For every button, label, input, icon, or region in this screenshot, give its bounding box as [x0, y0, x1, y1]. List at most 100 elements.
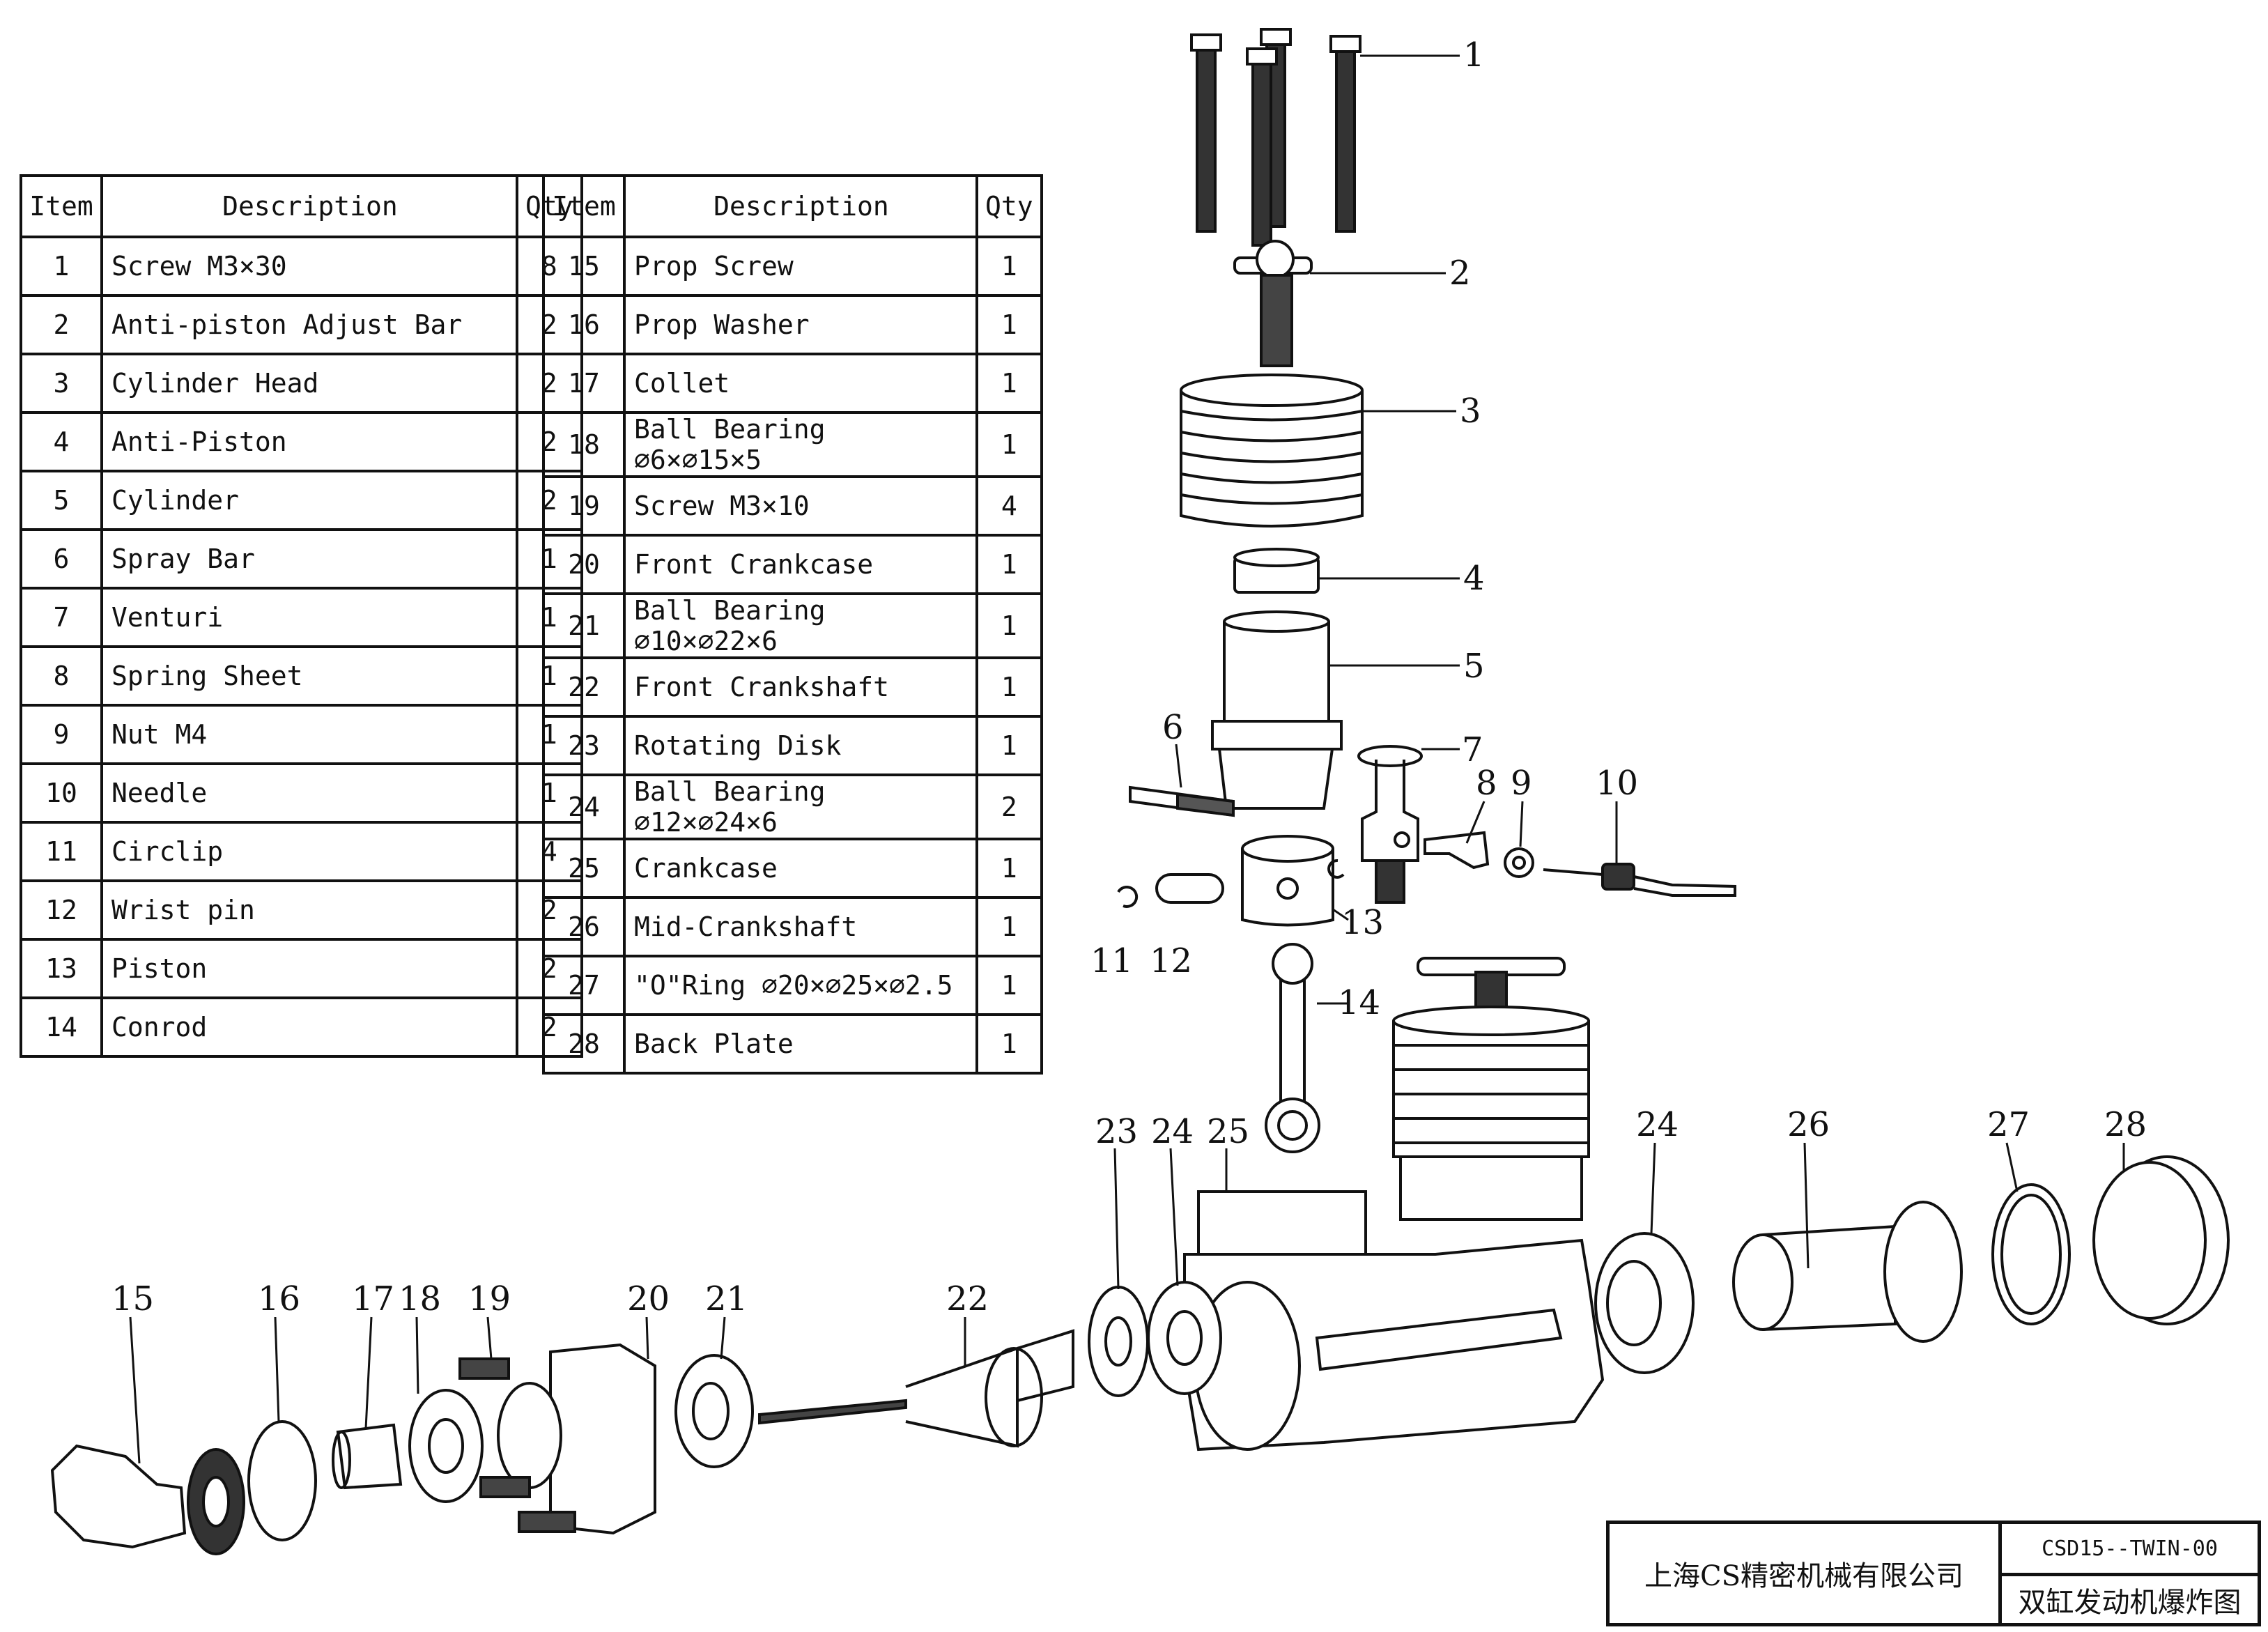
- item-description: Spray Bar: [100, 528, 518, 590]
- item-number: 11: [20, 821, 103, 882]
- ball-bearing-21: [674, 1354, 754, 1468]
- item-description: Screw M3×10: [623, 475, 978, 537]
- crankcase: [1183, 1190, 1605, 1452]
- callout-6: 6: [1162, 708, 1184, 747]
- conrod: [1265, 943, 1320, 1153]
- wrist-pin: [1155, 873, 1224, 904]
- callout-25: 25: [1207, 1112, 1249, 1151]
- callout-8: 8: [1476, 764, 1497, 803]
- item-description: Front Crankcase: [623, 534, 978, 595]
- spring-sheet: [1424, 831, 1490, 870]
- item-description: Wrist pin: [100, 879, 518, 941]
- spray-bar: [1129, 785, 1235, 817]
- header-item: Item: [20, 174, 103, 238]
- item-qty: 1: [975, 955, 1043, 1016]
- company-name: 上海CS精密机械有限公司: [1610, 1524, 2002, 1623]
- item-qty: 1: [975, 534, 1043, 595]
- item-description: Mid-Crankshaft: [623, 896, 978, 957]
- item-number: 28: [542, 1013, 626, 1075]
- callout-10: 10: [1596, 764, 1638, 803]
- item-number: 15: [542, 236, 626, 297]
- venturi: [1357, 745, 1423, 904]
- ball-bearing-24-right: [1594, 1232, 1695, 1374]
- callout-numbers: 1 2 3 4 5 6 7 8 9 10 11 12 13 14 15 16 1…: [111, 36, 2147, 1318]
- leader-lines: [129, 54, 2125, 1464]
- item-description: Piston: [100, 938, 518, 999]
- item-number: 8: [20, 645, 103, 707]
- cylinder-head: [1180, 374, 1364, 528]
- callout-3: 3: [1460, 392, 1481, 431]
- item-description: Needle: [100, 762, 518, 824]
- screw-m3x10-group: [458, 1357, 576, 1533]
- callout-22: 22: [946, 1279, 989, 1318]
- item-number: 2: [20, 294, 103, 355]
- item-number: 10: [20, 762, 103, 824]
- item-number: 26: [542, 896, 626, 957]
- item-description: Nut M4: [100, 704, 518, 765]
- item-description: Ball Bearing ∅6×∅15×5: [623, 411, 978, 478]
- item-number: 12: [20, 879, 103, 941]
- item-qty: 2: [975, 773, 1043, 840]
- item-description: Venturi: [100, 587, 518, 648]
- item-description: Prop Screw: [623, 236, 978, 297]
- header-description: Description: [100, 174, 518, 238]
- drawing-code: CSD15--TWIN-00: [2002, 1524, 2258, 1576]
- callout-11: 11: [1090, 941, 1133, 980]
- item-description: Back Plate: [623, 1013, 978, 1075]
- item-qty: 1: [975, 715, 1043, 776]
- piston: [1241, 835, 1334, 927]
- item-number: 20: [542, 534, 626, 595]
- mid-crankshaft: [1732, 1201, 1963, 1343]
- drawing-name: 双缸发动机爆炸图: [2018, 1586, 2242, 1619]
- item-number: 24: [542, 773, 626, 840]
- circlip: [1117, 859, 1345, 908]
- item-qty: 1: [975, 896, 1043, 957]
- item-number: 1: [20, 236, 103, 297]
- item-qty: 1: [975, 236, 1043, 297]
- nut-m4: [1504, 847, 1534, 878]
- item-number: 18: [542, 411, 626, 478]
- item-number: 13: [20, 938, 103, 999]
- item-description: Rotating Disk: [623, 715, 978, 776]
- item-number: 17: [542, 353, 626, 414]
- callout-26: 26: [1787, 1105, 1830, 1144]
- item-qty: 1: [975, 656, 1043, 718]
- item-description: Conrod: [100, 996, 518, 1058]
- callout-4: 4: [1463, 559, 1485, 598]
- screw-m3x30-group: [1190, 28, 1361, 247]
- callout-27: 27: [1987, 1105, 2030, 1144]
- item-description: Cylinder: [100, 470, 518, 531]
- item-number: 25: [542, 838, 626, 899]
- item-description: Collet: [623, 353, 978, 414]
- item-description: Circlip: [100, 821, 518, 882]
- front-crankshaft: [758, 1329, 1074, 1448]
- item-number: 6: [20, 528, 103, 590]
- item-number: 3: [20, 353, 103, 414]
- item-description: Anti-piston Adjust Bar: [100, 294, 518, 355]
- item-number: 27: [542, 955, 626, 1016]
- item-number: 16: [542, 294, 626, 355]
- front-crankcase: [497, 1343, 656, 1535]
- callout-5: 5: [1463, 647, 1485, 686]
- callout-16: 16: [258, 1279, 300, 1318]
- item-number: 4: [20, 411, 103, 472]
- callout-17: 17: [352, 1279, 394, 1318]
- item-number: 5: [20, 470, 103, 531]
- item-description: Prop Washer: [623, 294, 978, 355]
- item-description: "O"Ring ∅20×∅25×∅2.5: [623, 955, 978, 1016]
- callout-7: 7: [1462, 730, 1483, 769]
- needle: [1543, 863, 1736, 897]
- item-description: Front Crankshaft: [623, 656, 978, 718]
